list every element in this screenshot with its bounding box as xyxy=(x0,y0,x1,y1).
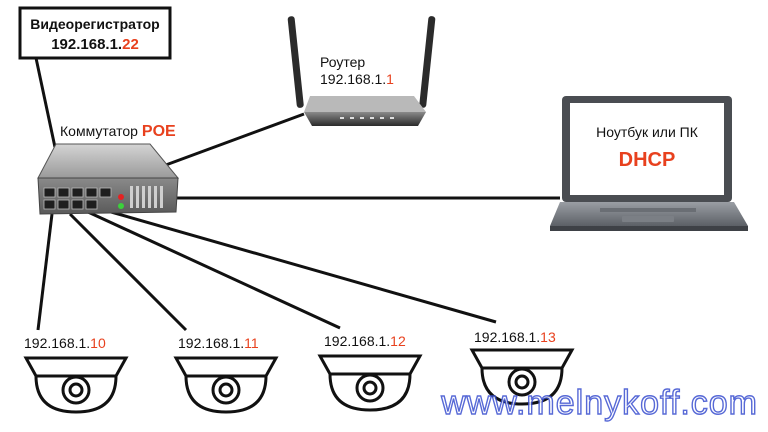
dvr-box xyxy=(18,6,172,60)
dome-camera-icon xyxy=(317,354,423,412)
link-switch-camera-1 xyxy=(36,213,54,331)
camera-ip-prefix: 192.168.1. xyxy=(324,333,390,349)
router-ip-suffix: 1 xyxy=(386,71,394,87)
laptop-title: Ноутбук или ПК xyxy=(596,124,699,140)
dvr-ip-suffix: 22 xyxy=(122,36,139,53)
camera-ip-suffix: 11 xyxy=(244,335,259,351)
cameras: 192.168.1.10 192.168.1.11 192.168.1.12 xyxy=(23,329,575,414)
camera-2: 192.168.1.11 xyxy=(173,335,279,414)
camera-ip: 192.168.1.10 xyxy=(24,335,106,351)
router-title: Роутер xyxy=(320,54,365,70)
router-icon xyxy=(287,16,436,126)
link-switch-camera-3 xyxy=(87,210,341,330)
watermark: www.melnykoff.com xyxy=(440,384,758,422)
dvr-node: Видеорегистратор 192.168.1.22 xyxy=(18,6,172,60)
dvr-ip-prefix: 192.168.1. xyxy=(51,36,122,53)
laptop-mode: DHCP xyxy=(619,149,676,171)
camera-1: 192.168.1.10 xyxy=(23,335,129,414)
camera-ip: 192.168.1.13 xyxy=(474,329,556,345)
dome-camera-icon xyxy=(173,356,279,414)
camera-ip-prefix: 192.168.1. xyxy=(474,329,540,345)
dvr-title: Видеорегистратор xyxy=(30,16,159,32)
camera-ip-suffix: 13 xyxy=(540,329,556,345)
laptop-icon xyxy=(550,96,748,231)
link-switch-camera-4 xyxy=(103,208,497,324)
link-switch-camera-2 xyxy=(68,212,188,332)
switch-title: Коммутатор xyxy=(60,123,138,139)
camera-ip-suffix: 12 xyxy=(390,333,406,349)
dome-camera-icon xyxy=(469,348,575,406)
dvr-ip: 192.168.1.22 xyxy=(51,36,139,53)
camera-ip-suffix: 10 xyxy=(90,335,106,351)
router-ip-prefix: 192.168.1. xyxy=(320,71,386,87)
dome-camera-icon xyxy=(23,356,129,414)
link-dvr-switch xyxy=(34,57,58,153)
camera-ip-prefix: 192.168.1. xyxy=(24,335,90,351)
camera-4: 192.168.1.13 xyxy=(469,329,575,406)
switch-icon xyxy=(37,143,180,215)
camera-ip-prefix: 192.168.1. xyxy=(178,335,244,351)
router-node: Роутер 192.168.1.1 xyxy=(287,16,436,126)
camera-3: 192.168.1.12 xyxy=(317,333,423,412)
switch-badge: POE xyxy=(142,123,176,140)
camera-ip: 192.168.1.11 xyxy=(178,335,259,351)
laptop-node: Ноутбук или ПК DHCP xyxy=(550,96,748,231)
camera-ip: 192.168.1.12 xyxy=(324,333,406,349)
router-ip: 192.168.1.1 xyxy=(320,71,394,87)
